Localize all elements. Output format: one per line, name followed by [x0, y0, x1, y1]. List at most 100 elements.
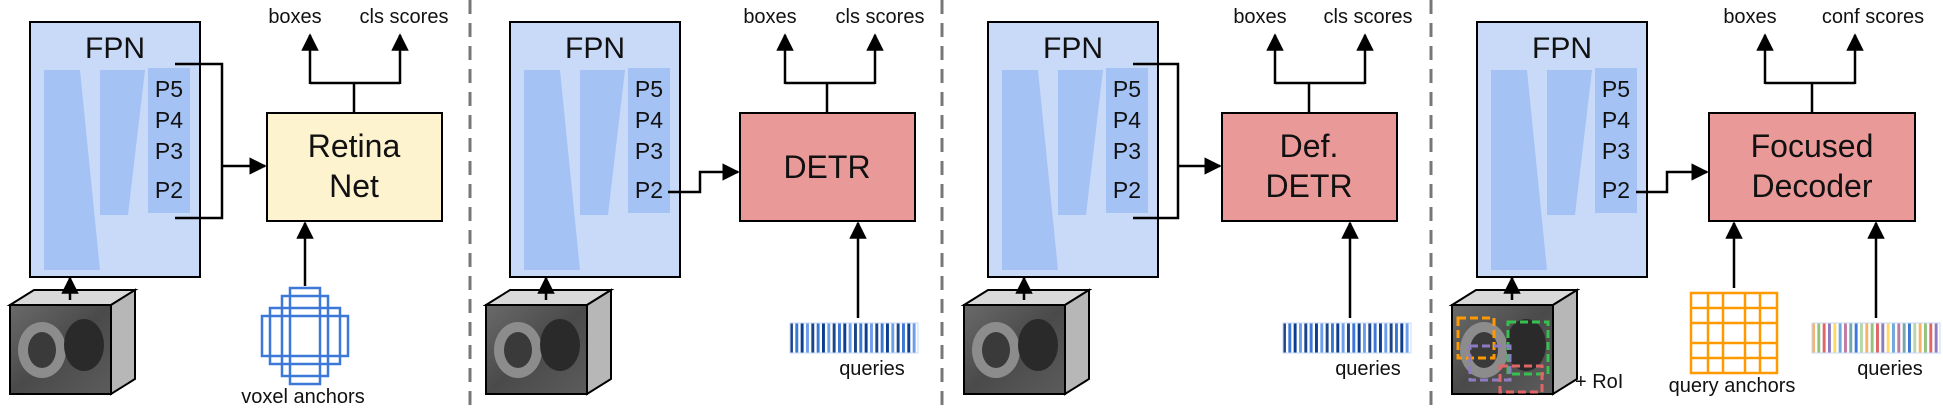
query-token: [1304, 323, 1308, 353]
query-token: [1817, 323, 1821, 353]
input-label: queries: [839, 358, 905, 380]
roi-label: + RoI: [1575, 371, 1623, 393]
fpn-levels-column: [628, 68, 670, 213]
query-token: [1918, 323, 1922, 353]
query-token: [1870, 323, 1874, 353]
fpn-pyramid-left: [44, 70, 100, 270]
head-label-line1: Focused: [1751, 128, 1874, 164]
query-token: [1293, 323, 1297, 353]
query-bar-outline: [1811, 322, 1941, 354]
query-token: [827, 323, 831, 353]
p2-connector: [668, 163, 740, 194]
fpn-pyramid-left: [1491, 70, 1547, 270]
query-token: [1881, 323, 1885, 353]
query-token: [1849, 323, 1853, 353]
head-label-line1: Retina: [308, 128, 401, 164]
fpn-pyramid-left: [524, 70, 580, 270]
voxel-anchors-icon: [260, 286, 350, 386]
roi-box-orange: [1456, 316, 1496, 360]
query-token: [907, 323, 911, 353]
query-token: [1908, 323, 1911, 353]
output-boxes: boxes: [268, 6, 321, 28]
p2-connector: [1636, 163, 1709, 194]
ct-volume-icon: [482, 288, 615, 396]
output-fork: [785, 81, 875, 113]
query-token: [1368, 323, 1372, 353]
query-token: [886, 323, 889, 353]
level-p5: P5: [155, 76, 183, 102]
query-token: [1389, 323, 1393, 353]
retinanet-head: [266, 112, 443, 222]
query-token: [1347, 323, 1350, 353]
query-token: [902, 323, 905, 353]
colored-queries-bar-icon: [1811, 322, 1941, 354]
query-token: [1924, 323, 1927, 353]
panel-focused-decoder: FPN P5 P4 P3 P2 Focused Decoder boxes co…: [1448, 6, 1941, 397]
roi-box-green: [1506, 320, 1550, 376]
level-p4: P4: [635, 107, 663, 133]
query-token: [1373, 323, 1377, 353]
panel-retinanet: FPN P5 P4 P3 P2 Retina Net boxes cls sco…: [6, 6, 449, 408]
query-token: [1838, 323, 1842, 353]
output-boxes: boxes: [1233, 6, 1286, 28]
panel-deformable-detr: FPN P5 P4 P3 P2 Def. DETR boxes cls scor…: [960, 6, 1412, 396]
query-token: [1886, 323, 1890, 353]
query-token: [1828, 323, 1831, 353]
fpn-pyramid-right: [1547, 70, 1592, 215]
query-token: [795, 323, 799, 353]
query-token: [1913, 323, 1917, 353]
query-token: [1854, 323, 1858, 353]
query-token: [870, 323, 873, 353]
query-token: [1892, 323, 1895, 353]
queries-bar-icon: [789, 322, 919, 354]
level-p3: P3: [635, 138, 663, 164]
query-token: [843, 323, 847, 353]
query-token: [1929, 323, 1933, 353]
level-bracket: [1133, 62, 1180, 220]
output-fork: [310, 81, 400, 113]
fpn-title: FPN: [565, 32, 625, 65]
query-token: [1384, 323, 1388, 353]
level-p2: P2: [635, 177, 663, 203]
query-token: [1902, 323, 1906, 353]
query-token: [1400, 323, 1404, 353]
query-token: [832, 323, 836, 353]
query-token: [1844, 323, 1847, 353]
query-bar-outline: [1282, 322, 1412, 354]
fpn-levels-column: [148, 68, 190, 213]
level-p5: P5: [1602, 76, 1630, 102]
level-p4: P4: [1602, 107, 1630, 133]
query-token: [1315, 323, 1318, 353]
fpn-pyramid-left: [1002, 70, 1058, 270]
query-token: [896, 323, 900, 353]
head-label-line2: Decoder: [1752, 168, 1873, 204]
level-bracket: [175, 62, 224, 220]
query-bar-outline: [789, 322, 919, 354]
level-p5: P5: [1113, 76, 1141, 102]
query-token: [1352, 323, 1356, 353]
query-token: [854, 323, 857, 353]
output-cls-scores: cls scores: [360, 6, 449, 28]
query-token: [806, 323, 809, 353]
level-p2: P2: [1113, 177, 1141, 203]
query-token: [800, 323, 804, 353]
output-boxes: boxes: [1723, 6, 1776, 28]
query-token: [880, 323, 884, 353]
query-token: [1860, 323, 1863, 353]
roi-box-red: [1498, 364, 1544, 394]
query-token: [1812, 323, 1815, 353]
query-token: [1325, 323, 1329, 353]
fpn-title: FPN: [1532, 32, 1592, 65]
query-token: [1379, 323, 1382, 353]
level-p5: P5: [635, 76, 663, 102]
query-token: [1357, 323, 1361, 353]
focused-decoder-head: [1708, 112, 1916, 222]
level-p3: P3: [1602, 138, 1630, 164]
fpn-title: FPN: [1043, 32, 1103, 65]
query-token: [816, 323, 820, 353]
fpn-pyramid-right: [1058, 70, 1103, 215]
ct-volume-roi-icon: [1448, 288, 1581, 396]
level-p3: P3: [155, 138, 183, 164]
head-label-line1: Def.: [1280, 128, 1339, 164]
